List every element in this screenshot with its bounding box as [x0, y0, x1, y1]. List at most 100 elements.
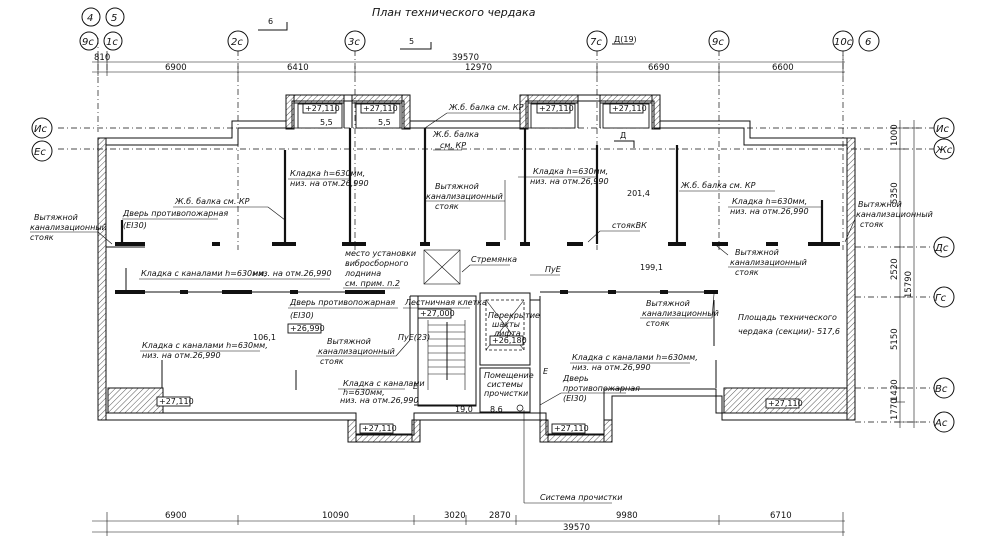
vent5-line3: стояк [735, 268, 759, 277]
right-axis-gs: Гс [935, 293, 947, 304]
bottom-total-dimension: 39570 [563, 523, 590, 533]
cover-line3: лифта [493, 329, 521, 338]
right-axis-markers: Ис Жс Дс Гс Вс Ас [933, 117, 955, 433]
klad2-line1: Кладка h=630мм, [533, 167, 608, 176]
lift-shaft-cover [485, 299, 525, 351]
cover-line1: Перекрытие [488, 311, 540, 320]
beam3-line2: см. КР [440, 141, 466, 150]
area-line1: Площадь технического [738, 313, 837, 322]
top-axis-markers: 4 5 9с 1с 2с 3с 7с 9с 10с 6 [79, 7, 880, 52]
vent2-line2: канализационный [426, 192, 503, 201]
door1-line1: Дверь противопожарная [122, 209, 228, 218]
pue-label: ПуЕ [545, 265, 562, 274]
right-dim-2: 5350 [890, 182, 900, 204]
axis-1c-label: 1с [106, 37, 118, 48]
e2-label: Е [413, 382, 419, 391]
bottom-dim-3: 3020 [444, 511, 466, 521]
door3-line3: (EI30) [563, 394, 587, 403]
axis-9c-label: 9с [712, 37, 724, 48]
place-line3: лоднина [344, 269, 381, 278]
vent5-line2: канализационный [730, 258, 807, 267]
place-line2: вибросборного [345, 259, 408, 268]
right-dim-4: 5150 [890, 328, 900, 350]
area-line2: чердака (секции)- 517,6 [738, 327, 840, 336]
top-dimensions: 39570 810 6900 6410 12970 6690 6600 [92, 53, 845, 76]
beam3-line1: Ж.б. балка [432, 130, 479, 139]
vent-left-line2: канализационный [30, 223, 107, 232]
stair-treads [428, 322, 465, 380]
top-dim-2: 6410 [287, 63, 309, 73]
section-d19-label: Д(19) [614, 35, 637, 44]
room-area-7: 5,5 [378, 118, 391, 127]
klad1-line2: низ. на отм.26,990 [290, 179, 369, 188]
section-6-label: 6 [268, 17, 273, 26]
misc-ticks [125, 268, 717, 390]
axis-10c-label: 10с [834, 37, 853, 48]
pue23-label: ПуЕ(23) [398, 333, 430, 342]
cover-line2: шахты [492, 320, 520, 329]
plan-title: План технического чердака [372, 6, 536, 19]
vent6-line1: Вытяжной [858, 200, 902, 209]
bottom-dim-5: 9980 [616, 511, 638, 521]
room-clean-line2: системы [487, 380, 523, 389]
reinforced-beams [120, 128, 824, 244]
bottom-dim-6: 6710 [770, 511, 792, 521]
right-axis-zhs: Жс [935, 145, 953, 156]
right-axis-is: Ис [936, 124, 949, 135]
right-total-dimension: 15790 [904, 271, 914, 298]
level-4: +27,110 [612, 104, 647, 113]
right-dim-6: 1770 [890, 398, 900, 420]
place-line4: см. прим. п.2 [345, 279, 400, 288]
room-area-1: 106,1 [253, 333, 276, 342]
room-area-5: 8,6 [490, 405, 503, 414]
klad-ch2-line1: Кладка с каналами h=630мм, [142, 341, 268, 350]
bottom-dim-2: 10090 [322, 511, 349, 521]
level-marks: +27,110 +27,110 +27,110 +27,110 +27,110 … [156, 103, 803, 434]
door2-line1: Дверь противопожарная [289, 298, 395, 307]
vent3-line2: канализационный [318, 347, 395, 356]
left-axis-markers: Ис Ес [31, 117, 53, 162]
klad3-line1: Кладка h=630мм, [732, 197, 807, 206]
klad-ch4-line3: низ. на отм.26,990 [340, 396, 419, 405]
klad1-line1: Кладка h=630мм, [290, 169, 365, 178]
right-dim-5: 1430 [890, 379, 900, 401]
room-clean-line3: прочистки [484, 389, 528, 398]
e1-label: Е [543, 367, 549, 376]
klad-ch1-label: Кладка с каналами h=630мм, [141, 269, 267, 278]
annotations: Вытяжной канализационный стояк Дверь про… [30, 103, 933, 504]
axis-3c-label: 3с [348, 37, 360, 48]
vent2-line1: Вытяжной [435, 182, 479, 191]
system-clean-label: Система прочистки [540, 493, 622, 502]
klad-ch4-line2: h=630мм, [343, 388, 385, 397]
top-dim-1: 6900 [165, 63, 187, 73]
left-axis-es: Ес [34, 147, 46, 158]
stair-label: Лестничная клетка [404, 298, 487, 307]
vent6-line2: канализационный [856, 210, 933, 219]
axis-5-label: 5 [111, 13, 117, 24]
door1-line2: (EI30) [123, 221, 147, 230]
beam4-label: Ж.б. балка см. КР [680, 181, 756, 190]
klad-ch1b-label: низ. на отм.26,990 [253, 269, 332, 278]
level-11: +26,180 [492, 336, 527, 345]
bottom-dim-1: 6900 [165, 511, 187, 521]
vent3-line1: Вытяжной [327, 337, 371, 346]
stair-core [409, 249, 541, 420]
vent4-line1: Вытяжной [646, 299, 690, 308]
vent4-line3: стояк [646, 319, 670, 328]
room-clean-line1: Помещение [484, 371, 534, 380]
klad2-line2: низ. на отм.26,990 [530, 177, 609, 186]
vent3-line3: стояк [320, 357, 344, 366]
vent4-line2: канализационный [642, 309, 719, 318]
level-3: +27,110 [539, 104, 574, 113]
right-dim-3: 2520 [890, 258, 900, 280]
level-5: +27,110 [159, 397, 194, 406]
right-axis-as: Ас [934, 418, 948, 429]
right-dimensions: 1000 5350 2520 5150 1430 1770 15790 [890, 120, 919, 428]
level-8: +27,110 [554, 424, 589, 433]
top-offset-dimension: 810 [94, 53, 110, 63]
section-5-label: 5 [409, 37, 414, 46]
room-area-4: 19,0 [455, 405, 473, 414]
door3-line1: Дверь [562, 374, 589, 383]
door3-line2: противопожарная [563, 384, 640, 393]
